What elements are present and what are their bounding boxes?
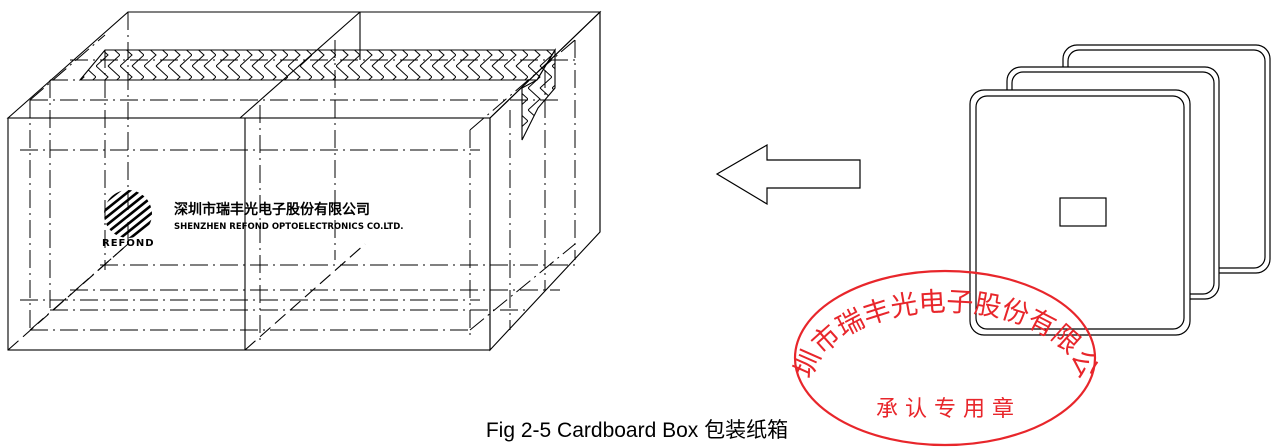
box-hatch-strip [78, 49, 556, 81]
tray-stack [969, 44, 1271, 336]
arrow-left-icon [715, 143, 861, 206]
tray-front [969, 89, 1191, 336]
box-hidden-lines [20, 12, 580, 340]
company-name-cn: 深圳市瑞丰光电子股份有限公司 [174, 201, 370, 218]
company-name-en: SHENZHEN REFOND OPTOELECTRONICS CO.LTD. [174, 222, 404, 232]
stamp-bottom-text: 承 认 专 用 章 [876, 397, 1014, 422]
logo-text: REFOND [102, 238, 155, 249]
tray-label [1059, 197, 1107, 227]
box-hatch-corner [521, 48, 556, 141]
box-front-face [7, 117, 491, 351]
cardboard-box [6, 10, 602, 352]
figure-caption: Fig 2-5 Cardboard Box 包装纸箱 [485, 419, 789, 442]
